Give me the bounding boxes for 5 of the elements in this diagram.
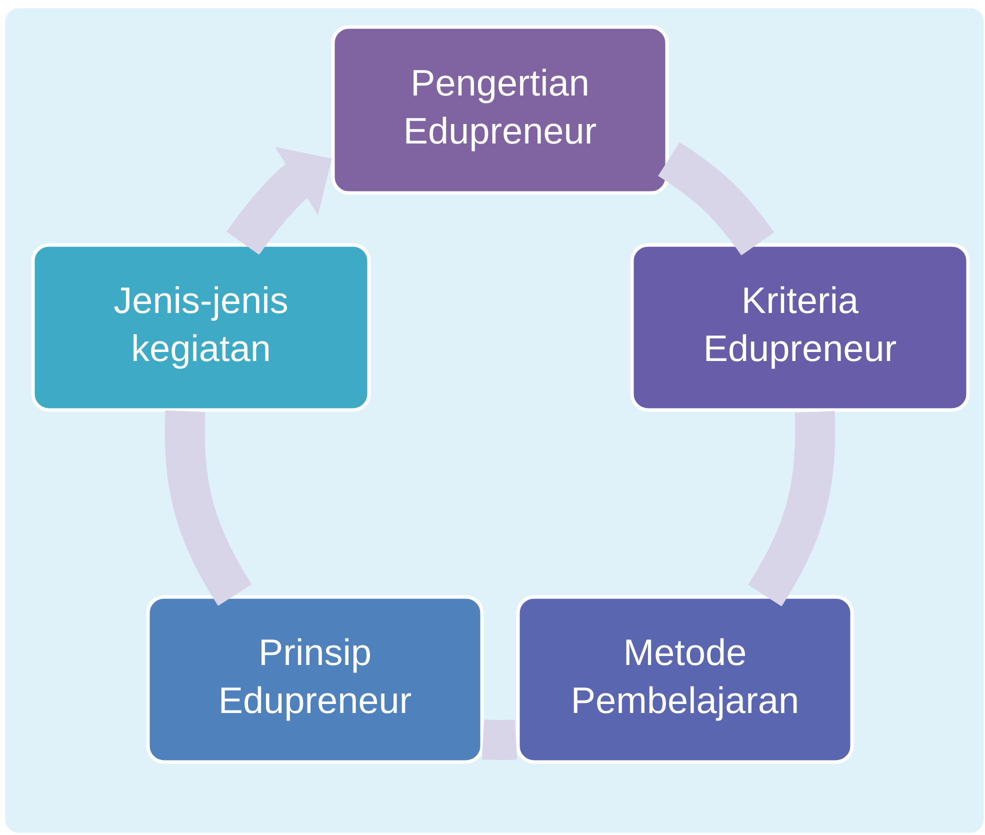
process-box: Pengertian Edupreneur xyxy=(331,25,669,195)
process-box: Jenis-jenis kegiatan xyxy=(31,243,371,412)
process-box: Kriteria Edupreneur xyxy=(630,243,970,412)
process-box: Metode Pembelajaran xyxy=(516,595,854,764)
process-box: Prinsip Edupreneur xyxy=(146,595,484,764)
